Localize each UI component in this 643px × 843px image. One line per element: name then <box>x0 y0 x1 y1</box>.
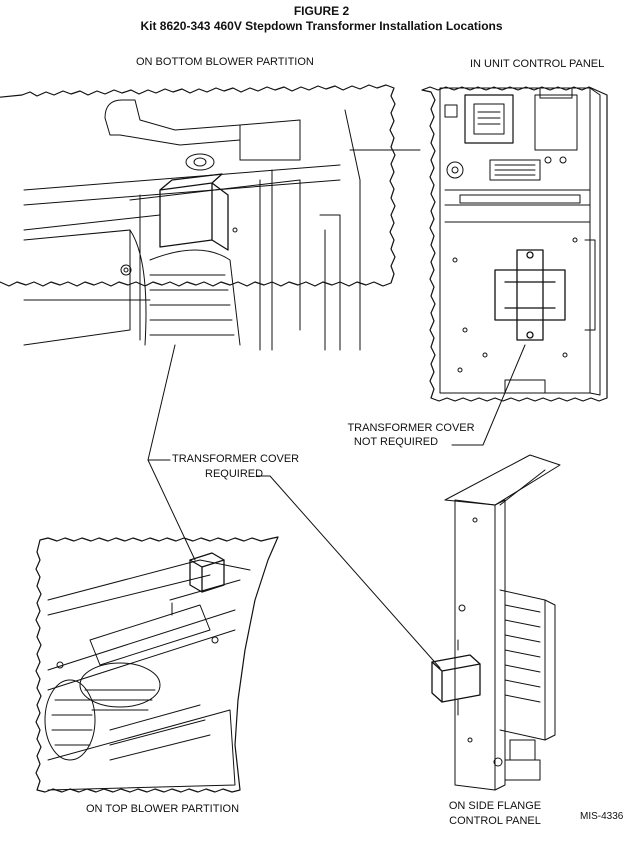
label-cover-required-line2: REQUIRED <box>205 468 264 480</box>
side-flange-transformer-cover <box>431 654 481 703</box>
transformer-box <box>159 173 229 251</box>
label-cover-not-required-line1: TRANSFORMER COVER <box>347 422 475 434</box>
figure-subtitle: Kit 8620-343 460V Stepdown Transformer I… <box>140 19 503 33</box>
label-side-flange-line2: CONTROL PANEL <box>449 815 541 827</box>
leader-lines <box>147 344 526 669</box>
label-cover-required-line1: TRANSFORMER COVER <box>172 453 300 465</box>
detail-bottom-blower-partition <box>0 84 421 351</box>
label-side-flange-line1: ON SIDE FLANGE <box>448 800 542 812</box>
detail-top-blower-partition <box>35 536 279 793</box>
label-unit-control-panel: IN UNIT CONTROL PANEL <box>470 58 605 70</box>
control-panel-transformer <box>494 249 566 341</box>
label-bottom-blower-partition: ON BOTTOM BLOWER PARTITION <box>136 56 314 68</box>
leader-not-required <box>451 344 526 446</box>
leader-required-top <box>147 459 196 561</box>
detail-border <box>0 84 396 287</box>
drawing-number: MIS-4336 <box>580 811 624 822</box>
detail-unit-control-panel <box>421 86 608 402</box>
label-cover-not-required-line2: NOT REQUIRED <box>353 436 439 448</box>
detail-border <box>35 536 279 793</box>
label-top-blower-partition: ON TOP BLOWER PARTITION <box>86 803 240 815</box>
figure-title: FIGURE 2 <box>293 4 350 18</box>
leader-required-bottom <box>147 344 176 461</box>
leader-required-side <box>255 475 441 669</box>
detail-border <box>421 86 608 402</box>
detail-side-flange-control-panel <box>431 454 561 791</box>
